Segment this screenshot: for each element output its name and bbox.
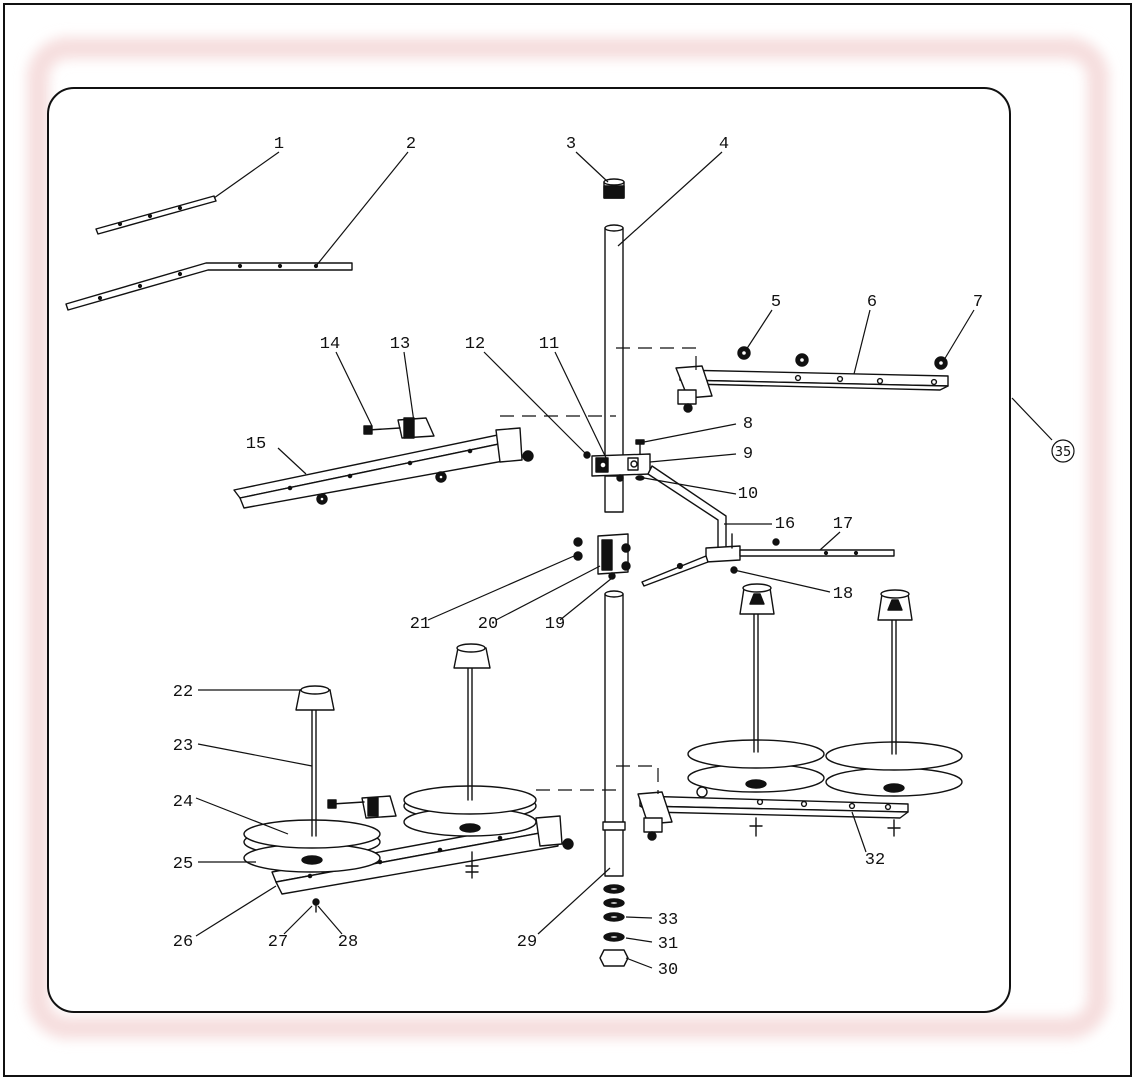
callout-label-9: 9	[743, 445, 753, 464]
callout-label-18: 18	[833, 585, 853, 604]
leader-line-29	[537, 867, 611, 935]
spool-holder-right-2	[825, 589, 963, 797]
callout-label-2: 2	[406, 135, 416, 154]
leader-line-30	[625, 957, 653, 969]
leader-line-19	[559, 577, 613, 621]
callout-label-14: 14	[320, 335, 340, 354]
part-10-washer	[635, 475, 645, 481]
callout-label-29: 29	[517, 933, 537, 952]
callout-label-30: 30	[658, 961, 678, 980]
part-4-upper-tube	[604, 224, 624, 457]
callout-label-4: 4	[719, 135, 729, 154]
callout-label-1: 1	[274, 135, 284, 154]
part-17-guide-arm	[641, 533, 895, 587]
callout-label-26: 26	[173, 933, 193, 952]
background-smudge	[27, 37, 1109, 1039]
leader-line-3	[575, 151, 609, 183]
leader-line-7	[943, 309, 975, 361]
spool-holder-left-2	[403, 643, 537, 837]
leader-line-20	[495, 565, 601, 621]
callout-label-27: 27	[268, 933, 288, 952]
callout-label-13: 13	[390, 335, 410, 354]
callout-label-22: 22	[173, 683, 193, 702]
leader-line-23	[197, 743, 313, 767]
leader-line-18	[733, 569, 831, 593]
callout-label-15: 15	[246, 435, 266, 454]
leader-line-5	[745, 309, 773, 351]
leader-line-31	[625, 937, 653, 943]
leader-lines	[195, 151, 975, 969]
leader-line-2	[315, 151, 409, 267]
leader-line-32	[851, 811, 867, 853]
callout-label-33: 33	[658, 911, 678, 930]
leader-line-1	[213, 151, 280, 199]
leader-line-10	[643, 477, 737, 495]
callout-label-28: 28	[338, 933, 358, 952]
callout-label-3: 3	[566, 135, 576, 154]
outer-border	[3, 3, 1132, 1077]
part-29-lower-tube	[602, 590, 626, 877]
callout-label-11: 11	[539, 335, 559, 354]
callout-label-12: 12	[465, 335, 485, 354]
leader-line-28	[317, 905, 343, 935]
callout-label-20: 20	[478, 615, 498, 634]
leader-line-12	[483, 351, 589, 457]
leader-line-27	[283, 905, 313, 935]
callout-label-23: 23	[173, 737, 193, 756]
spool-holder-right-1	[687, 583, 825, 793]
leader-line-15	[277, 447, 307, 475]
part-4-lower-segment	[604, 475, 624, 513]
assembly-number: 35	[1055, 445, 1072, 460]
assembly-dashed-lines	[500, 347, 697, 794]
callout-label-7: 7	[973, 293, 983, 312]
callout-label-10: 10	[738, 485, 758, 504]
part-15-upper-left-arm	[233, 417, 534, 509]
callout-label-25: 25	[173, 855, 193, 874]
leader-line-33	[625, 916, 653, 919]
leader-line-21	[427, 555, 575, 621]
leader-line-4	[617, 151, 723, 247]
callout-label-24: 24	[173, 793, 193, 812]
leader-line-6	[853, 309, 871, 375]
part-1-bar	[95, 195, 217, 235]
part-19-clamp	[573, 533, 631, 580]
assembly-callout-35: 35	[1011, 397, 1075, 463]
callout-label-31: 31	[658, 935, 678, 954]
callout-label-17: 17	[833, 515, 853, 534]
part-2-bar	[65, 262, 353, 311]
leader-line-17	[819, 531, 841, 551]
callout-label-21: 21	[410, 615, 430, 634]
part-3-cap	[603, 178, 625, 199]
leader-line-8	[643, 423, 737, 443]
callout-label-8: 8	[743, 415, 753, 434]
leader-line-26	[195, 885, 277, 937]
leader-line-9	[649, 453, 737, 463]
callout-label-6: 6	[867, 293, 877, 312]
part-11-nut	[616, 474, 624, 482]
callout-label-19: 19	[545, 615, 565, 634]
part-32-lower-right-arm	[637, 786, 909, 841]
callout-label-32: 32	[865, 851, 885, 870]
leader-line-11	[554, 351, 609, 463]
leader-line-24	[195, 797, 289, 835]
leader-line-13	[403, 351, 415, 423]
callout-label-16: 16	[775, 515, 795, 534]
part-30-33-hardware-stack	[599, 884, 629, 967]
callout-label-5: 5	[771, 293, 781, 312]
part-9-clamp	[591, 453, 651, 477]
spool-holder-left-1	[243, 685, 381, 873]
part-6-upper-right-arm	[675, 346, 949, 413]
leader-line-14	[335, 351, 373, 427]
